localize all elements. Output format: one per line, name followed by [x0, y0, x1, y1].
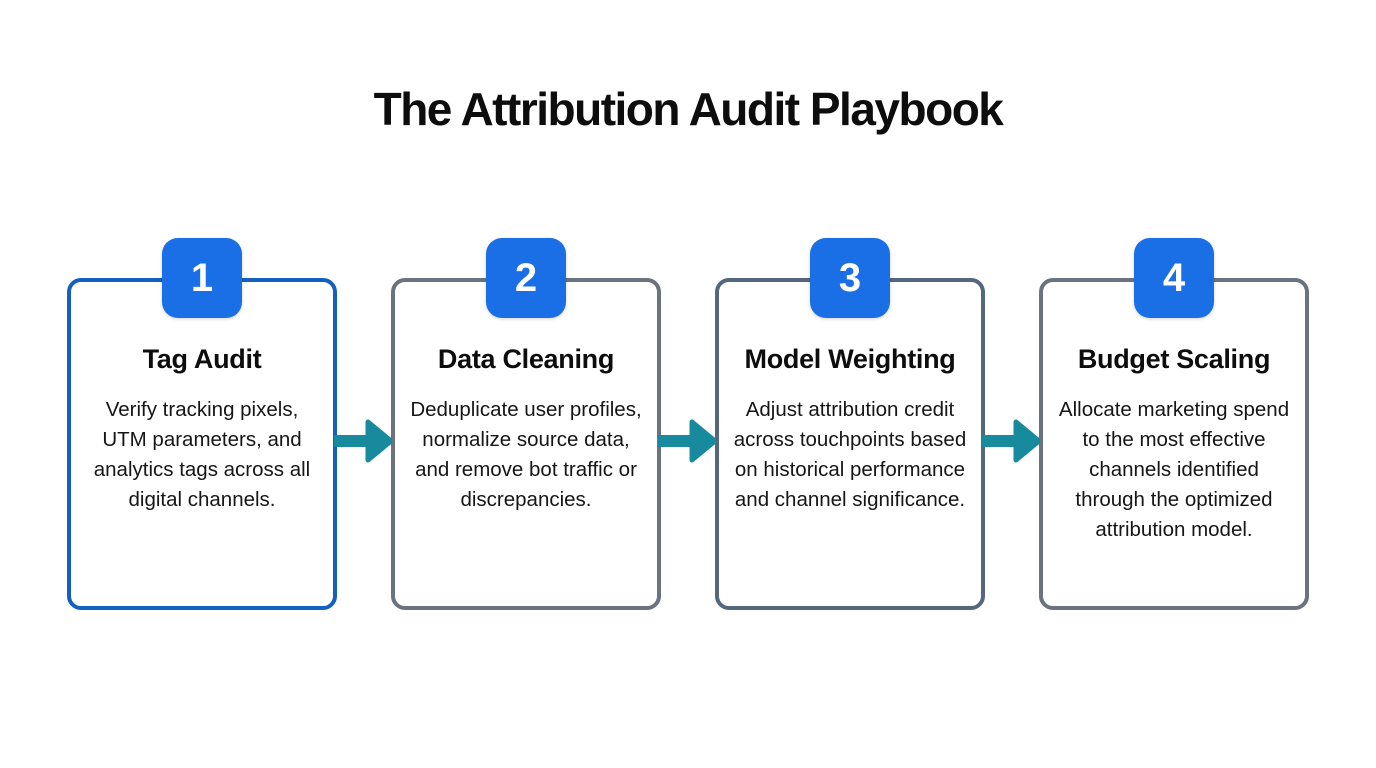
step-title: Tag Audit	[142, 344, 262, 374]
step-number: 4	[1162, 255, 1186, 300]
step-card-data-cleaning: 2 Data Cleaning Deduplicate user profile…	[391, 238, 661, 610]
step-card-tag-audit: 1 Tag Audit Verify tracking pixels, UTM …	[67, 238, 337, 610]
right-arrow-icon	[982, 419, 1040, 463]
step-number-badge: 1	[162, 238, 242, 318]
page-title: The Attribution Audit Playbook	[373, 83, 1004, 135]
steps-row: 1 Tag Audit Verify tracking pixels, UTM …	[67, 238, 1309, 610]
process-diagram: 1 Tag Audit Verify tracking pixels, UTM …	[67, 238, 1309, 658]
step-title: Model Weighting	[744, 344, 956, 374]
step-title: Data Cleaning	[437, 344, 615, 374]
step-number-badge: 2	[486, 238, 566, 318]
step-number-badge: 3	[810, 238, 890, 318]
step-card-budget-scaling: 4 Budget Scaling Allocate marketing spen…	[1039, 238, 1309, 610]
step-description: Deduplicate user profiles, normalize sou…	[410, 398, 642, 511]
step-description: Adjust attribution credit across touchpo…	[733, 398, 967, 511]
step-title: Budget Scaling	[1077, 344, 1271, 374]
right-arrow-icon	[334, 419, 392, 463]
step-number: 2	[514, 255, 538, 300]
step-description: Allocate marketing spend to the most eff…	[1058, 398, 1290, 541]
right-arrow-icon	[658, 419, 716, 463]
step-description: Verify tracking pixels, UTM parameters, …	[93, 398, 311, 511]
step-card-model-weighting: 3 Model Weighting Adjust attribution cre…	[715, 238, 985, 610]
step-number: 1	[190, 255, 214, 300]
step-number: 3	[838, 255, 862, 300]
step-number-badge: 4	[1134, 238, 1214, 318]
